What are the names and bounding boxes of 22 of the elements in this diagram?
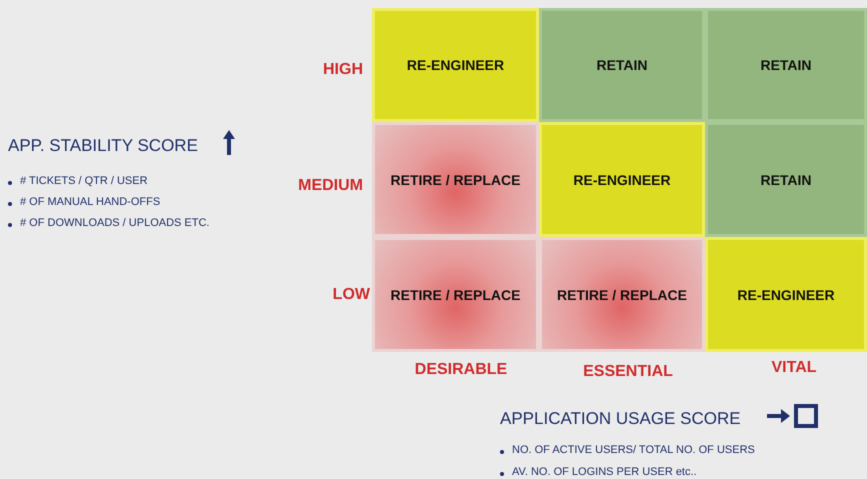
column-header: VITAL xyxy=(771,359,817,377)
strategy-cell: RETIRE / REPLACE xyxy=(539,237,705,352)
strategy-cell: RETAIN xyxy=(705,8,867,122)
row-header: HIGH xyxy=(323,61,363,79)
strategy-cell: RETIRE / REPLACE xyxy=(372,237,539,352)
strategy-cell: RE-ENGINEER xyxy=(705,237,867,352)
row-header: LOW xyxy=(332,286,370,304)
axis-title: APP. STABILITY SCORE xyxy=(8,136,198,156)
row-header: MEDIUM xyxy=(298,177,363,195)
bullet-item: NO. OF ACTIVE USERS/ TOTAL NO. OF USERS xyxy=(512,444,755,456)
bullet-item: # TICKETS / QTR / USER xyxy=(20,175,148,187)
strategy-cell: RETAIN xyxy=(539,8,705,122)
bullet-item: # OF MANUAL HAND-OFFS xyxy=(20,196,160,208)
bullet-item: # OF DOWNLOADS / UPLOADS ETC. xyxy=(20,217,210,229)
column-header: DESIRABLE xyxy=(414,361,508,379)
strategy-cell: RE-ENGINEER xyxy=(539,122,705,237)
strategy-cell: RETAIN xyxy=(705,122,867,237)
strategy-cell: RE-ENGINEER xyxy=(372,8,539,122)
bullet-item: AV. NO. OF LOGINS PER USER etc.. xyxy=(512,466,697,478)
column-header: ESSENTIAL xyxy=(583,363,673,381)
strategy-cell: RETIRE / REPLACE xyxy=(372,122,539,237)
axis-title: APPLICATION USAGE SCORE xyxy=(500,409,741,429)
